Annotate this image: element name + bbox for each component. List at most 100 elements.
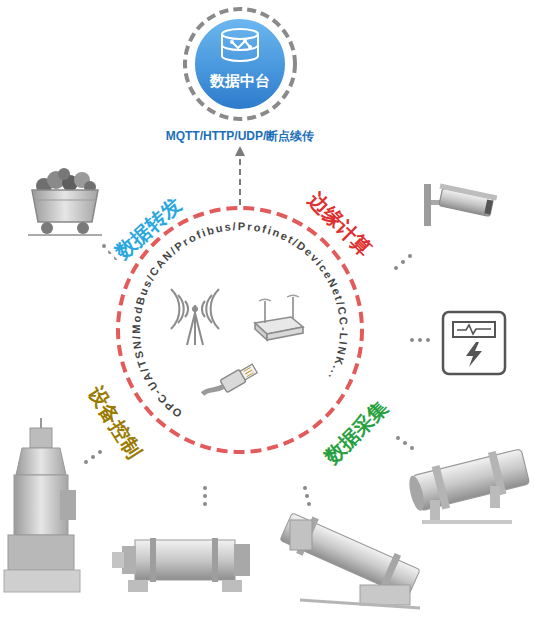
hub-circle [232, 41, 250, 48]
ball-mill [234, 544, 250, 576]
camera [424, 183, 497, 226]
mine-cart [77, 222, 89, 234]
uplink-arrow [239, 147, 241, 205]
rotary-kiln [490, 486, 500, 508]
dotted-leader [307, 502, 311, 506]
power-meter [466, 342, 482, 367]
protocol-arc-text: OPC-UA/TSN/ModBus/CAN/Profibus/Profinet/… [130, 220, 350, 420]
protocol-arc-text: OPC-UA/TSN/ModBus/CAN/Profibus/Profinet/… [130, 220, 350, 420]
dotted-leader [394, 266, 398, 270]
ring-circle [185, 301, 188, 317]
ball-mill [122, 546, 136, 574]
vertical-mill [16, 448, 66, 475]
rotary-dryer [360, 585, 410, 605]
rotary-dryer [290, 520, 312, 550]
protocol-caption: MQTT/HTTP/UDP/断点续传 [140, 128, 340, 147]
mine-cart [32, 190, 98, 222]
vertical-mill [30, 428, 52, 448]
hub-circle [248, 45, 252, 49]
vertical-mill [14, 475, 68, 535]
ring-circle [267, 327, 303, 340]
ring-circle [171, 289, 219, 345]
function-label: 数据采集 [316, 392, 395, 471]
ball-mill [212, 538, 218, 582]
ring-circle [240, 364, 257, 380]
dotted-leader [426, 338, 430, 342]
hub-circle [185, 9, 295, 119]
camera [436, 183, 497, 217]
hub-circle [222, 29, 258, 39]
hub-circle [140, 6, 340, 124]
mine-cart [28, 234, 102, 236]
dotted-leader [408, 254, 412, 258]
power-meter [443, 312, 505, 374]
dotted-leader [84, 460, 88, 464]
hub-circle [194, 18, 286, 110]
hub-circle [230, 39, 252, 49]
hub-circle [222, 34, 258, 61]
vertical-mill [4, 570, 80, 592]
ring-circle [265, 297, 293, 323]
function-label: 设备控制 [82, 378, 149, 465]
dotted-leader [403, 441, 407, 445]
mine-cart [41, 222, 53, 234]
ball-mill [112, 552, 124, 568]
ring-circle [264, 301, 266, 323]
dotted-leader [305, 494, 309, 498]
ring-circle [292, 297, 294, 319]
power-meter [457, 325, 491, 334]
dotted-leader [401, 260, 405, 264]
hub-node: 数据中台MQTT/HTTP/UDP/断点续传 [140, 6, 340, 147]
vertical-mill [60, 490, 76, 520]
ring-circle [245, 370, 252, 374]
dotted-leader [303, 486, 307, 490]
camera [424, 184, 431, 226]
power-meter [453, 322, 495, 337]
ball-mill [128, 580, 148, 592]
dotted-leader [418, 338, 422, 342]
mine-cart [58, 168, 70, 180]
dotted-leader [203, 486, 207, 490]
power-meter [443, 312, 505, 374]
rotary-kiln [412, 449, 529, 511]
dotted-leader [98, 450, 102, 454]
ring-circle [202, 301, 205, 317]
hub-circle [222, 29, 258, 61]
dotted-leader [84, 244, 430, 506]
hub-circle [230, 40, 234, 44]
camera [439, 183, 497, 200]
camera [484, 200, 493, 215]
rotary-kiln [406, 474, 426, 512]
ball-mill [150, 538, 156, 582]
rotary-kiln [405, 445, 530, 524]
ring-circle [255, 317, 303, 340]
vertical-mill [4, 418, 80, 592]
ring-circle [287, 295, 299, 297]
ring-circle [255, 323, 267, 340]
ring-circle [187, 313, 203, 345]
ball-mill [112, 538, 250, 592]
dotted-leader [410, 446, 414, 450]
dotted-leader [396, 436, 400, 440]
dotted-leader [203, 502, 207, 506]
rotary-kiln [405, 445, 530, 516]
dotted-leader [203, 494, 207, 498]
rotary-dryer [278, 508, 422, 608]
ring-circle: OPC-UA/TSN/ModBus/CAN/Profibus/Profinet/… [115, 205, 365, 455]
rotary-dryer [300, 600, 420, 608]
vertical-mill [8, 535, 74, 570]
hub-circle [243, 39, 247, 43]
dotted-leader [410, 338, 414, 342]
mine-cart [34, 200, 96, 201]
ring-circle [171, 289, 179, 329]
ball-mill [222, 580, 242, 592]
mine-cart [28, 168, 102, 235]
ring-circle [259, 299, 271, 301]
ring-circle [211, 289, 219, 329]
ring-circle [118, 208, 362, 452]
rotary-kiln [430, 500, 440, 522]
ring-circle [247, 373, 254, 377]
dotted-leader [91, 455, 95, 459]
dotted-leader [102, 244, 106, 248]
